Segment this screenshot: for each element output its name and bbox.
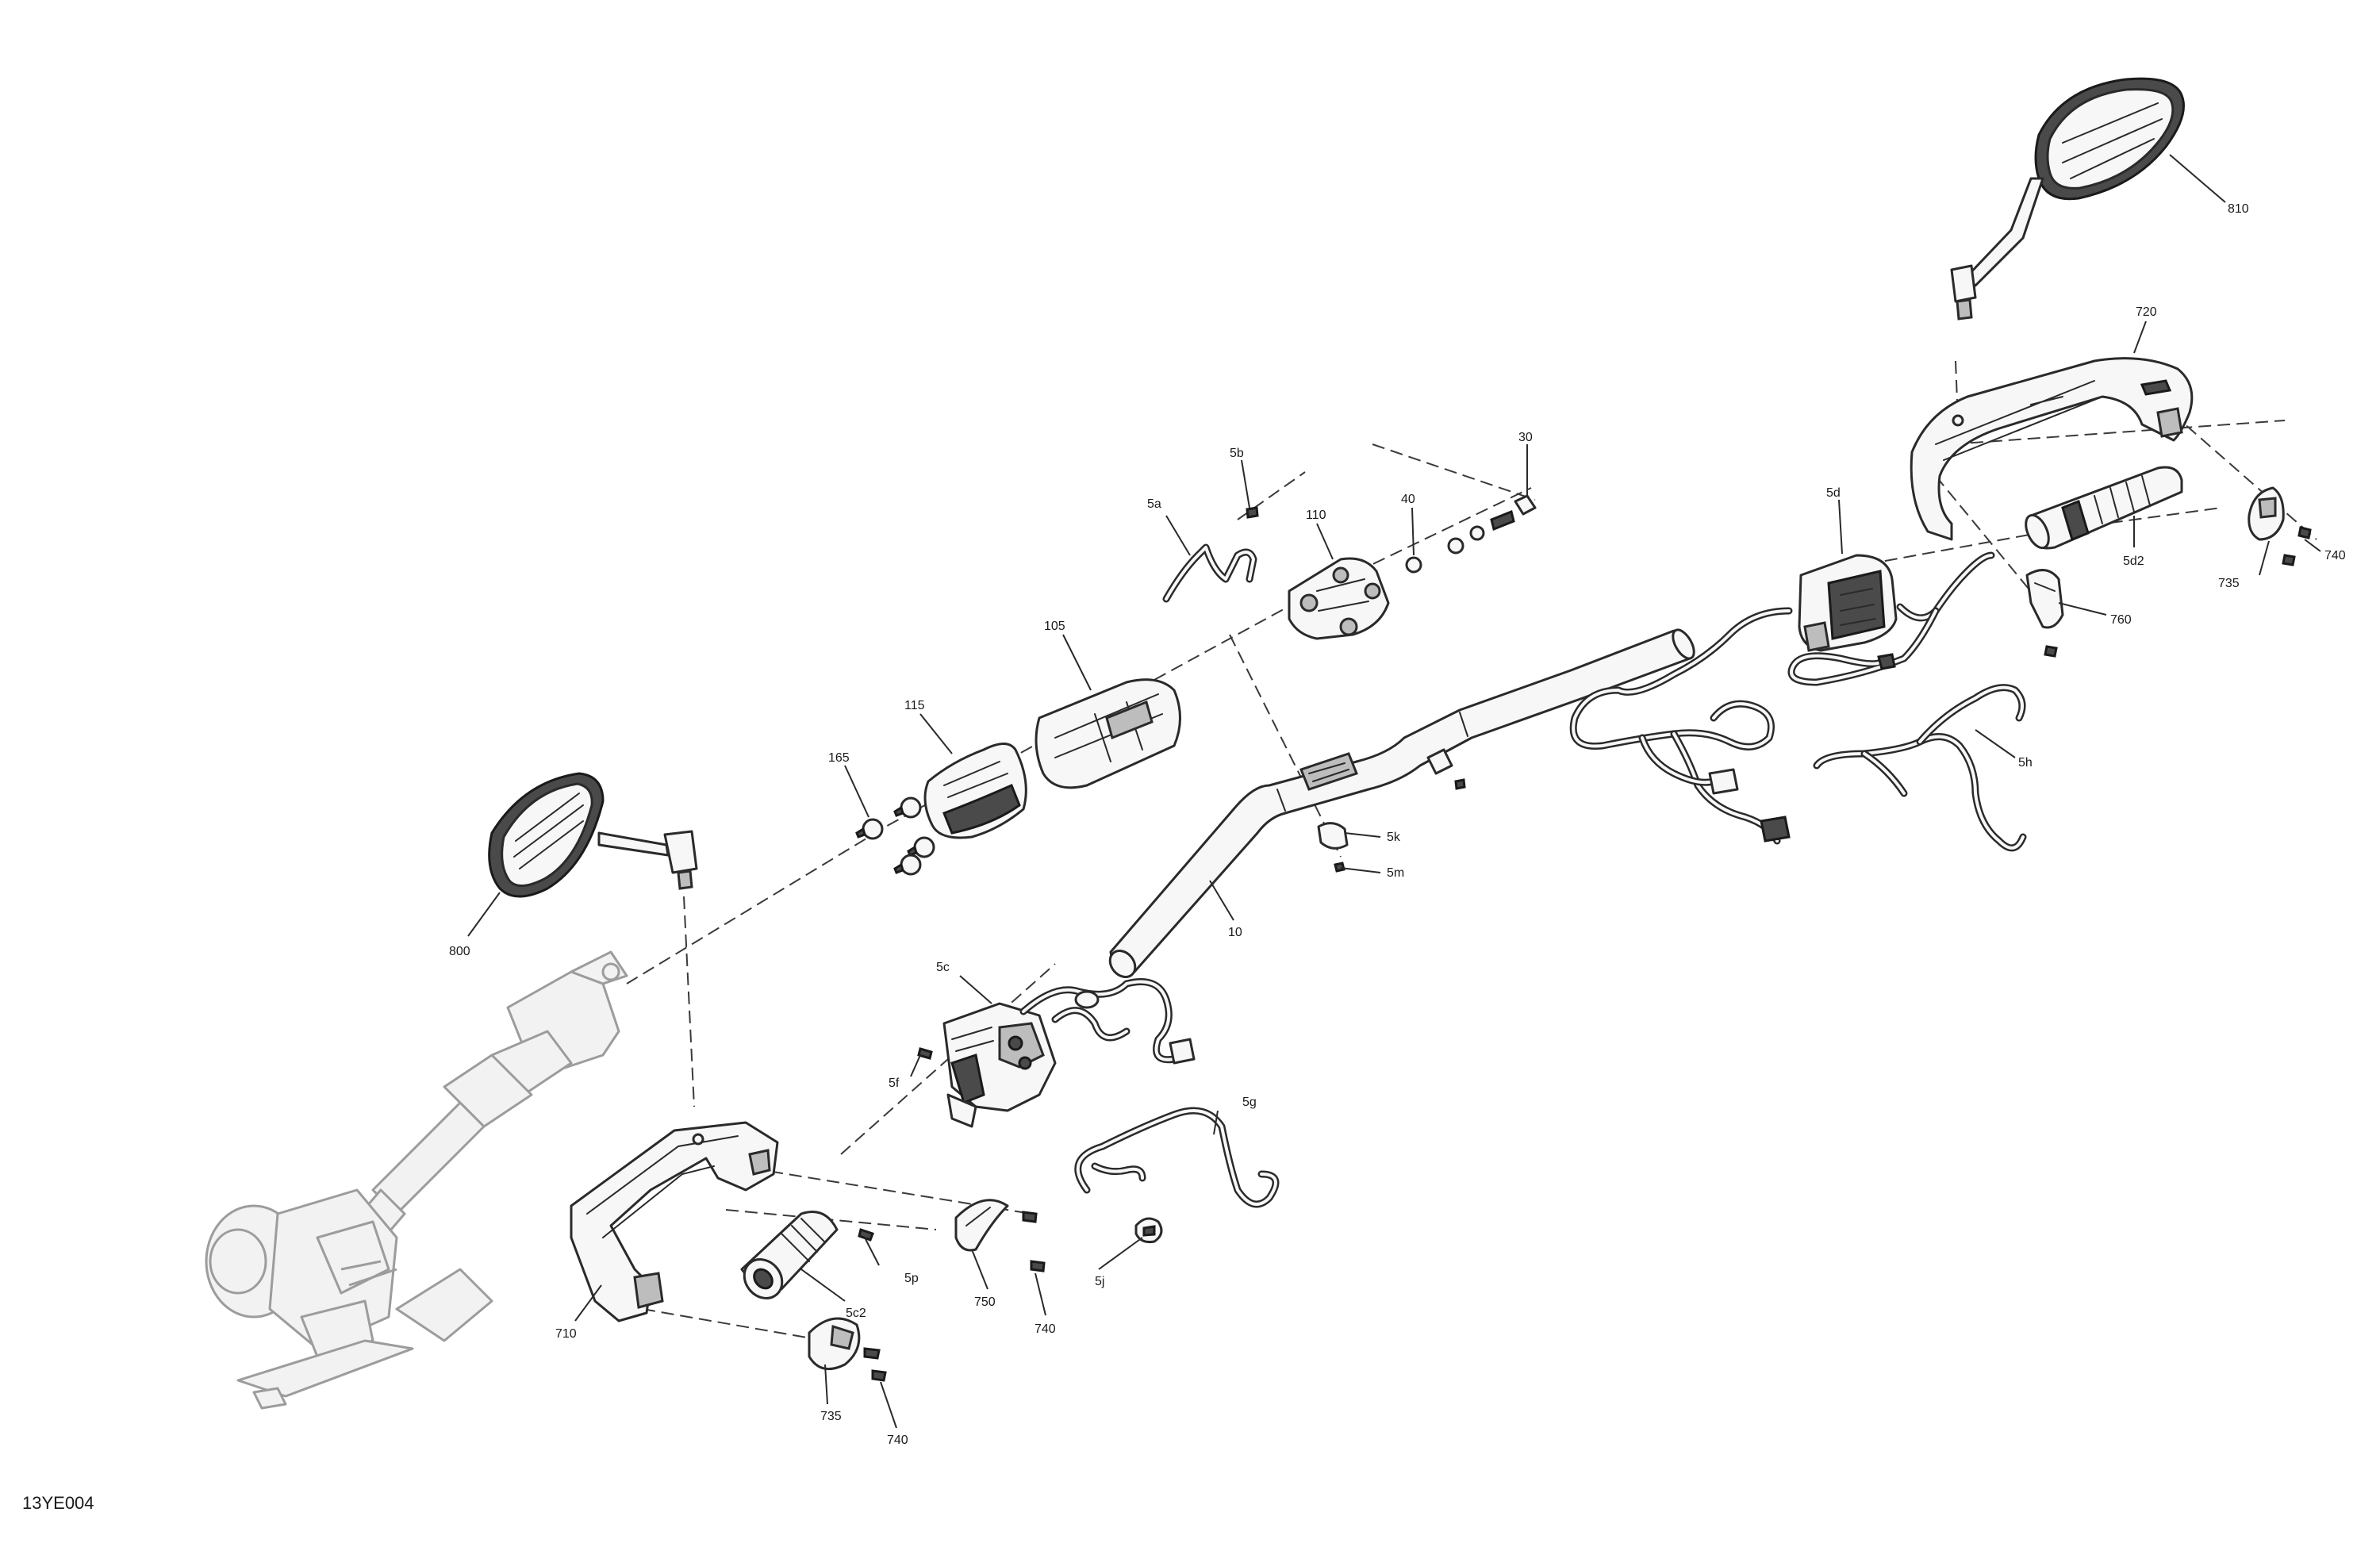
screws-right	[2044, 526, 2312, 658]
part-165-screws	[855, 796, 935, 876]
callout-810: 810	[2228, 202, 2249, 216]
part-5m-screw	[1334, 862, 1345, 873]
part-760-right-weight	[2025, 569, 2064, 629]
small-clamp-on-bar	[1426, 748, 1466, 790]
callout-710: 710	[555, 1327, 577, 1341]
callout-165: 165	[828, 751, 850, 765]
callout-5h: 5h	[2018, 756, 2033, 770]
part-5c-harness	[1019, 978, 1196, 1065]
callout-5d: 5d	[1826, 486, 1841, 500]
callout-105: 105	[1044, 620, 1065, 633]
part-735-right-end-cap	[2248, 486, 2285, 541]
part-810-right-mirror	[1950, 77, 2185, 320]
callout-735-left: 735	[820, 1410, 842, 1423]
callout-800: 800	[449, 945, 470, 958]
callout-720: 720	[2136, 305, 2157, 319]
part-5d2-right-grip	[2025, 466, 2183, 550]
screws-left	[858, 1047, 1046, 1382]
callout-5c: 5c	[936, 961, 950, 974]
ghosted-steering-assembly	[205, 950, 628, 1410]
part-5c2-left-grip	[740, 1211, 839, 1299]
callout-110: 110	[1306, 509, 1326, 522]
callout-labels: 810 720 5d 5d2 740 735 760 5h 30 5b 5a 1…	[449, 202, 2346, 1447]
callout-5d2: 5d2	[2123, 555, 2144, 568]
part-110-upper-clamp	[1288, 557, 1390, 640]
drawing-code: 13YE004	[22, 1493, 94, 1513]
callout-740-mid: 740	[1035, 1322, 1056, 1336]
part-5g-left-tube	[1074, 1107, 1280, 1208]
callout-5g: 5g	[1242, 1096, 1257, 1109]
callout-30: 30	[1518, 431, 1533, 444]
part-710-left-handguard	[570, 1121, 779, 1322]
part-800-left-mirror	[488, 772, 698, 898]
part-5d-harness	[1569, 551, 1995, 845]
callout-740-bottom: 740	[887, 1434, 908, 1447]
callout-5b: 5b	[1230, 447, 1244, 460]
callout-5c2: 5c2	[846, 1307, 866, 1320]
part-750-weight	[954, 1199, 1009, 1252]
part-5h-right-tube	[1813, 684, 2027, 852]
part-5a-bracket	[1162, 543, 1257, 603]
part-40-washers	[1405, 509, 1515, 574]
part-5k-clamp	[1317, 822, 1349, 850]
callout-5a: 5a	[1147, 497, 1161, 511]
part-115-lower-clamp	[923, 743, 1027, 839]
part-5d-right-switch	[1798, 554, 1898, 652]
part-10-handlebar	[1108, 628, 1695, 978]
callout-750: 750	[974, 1295, 996, 1309]
callout-10: 10	[1228, 926, 1242, 939]
part-105-riser	[1035, 678, 1181, 789]
part-735-left-end-cap	[808, 1317, 861, 1371]
callout-5f: 5f	[889, 1077, 900, 1090]
callout-40: 40	[1401, 493, 1415, 506]
callout-5k: 5k	[1387, 831, 1401, 844]
callout-740-right: 740	[2324, 549, 2346, 562]
part-720-right-handguard	[1910, 357, 2194, 541]
callout-5m: 5m	[1387, 866, 1404, 880]
callout-5p: 5p	[904, 1272, 919, 1285]
part-30-nut	[1514, 494, 1537, 516]
callout-760: 760	[2110, 613, 2132, 627]
callout-735-right: 735	[2218, 577, 2240, 590]
part-5c-left-switch	[942, 1002, 1057, 1128]
callout-115: 115	[904, 699, 925, 712]
callout-5j: 5j	[1095, 1275, 1104, 1288]
part-5b-screw	[1246, 506, 1259, 519]
part-5j-clip	[1134, 1217, 1163, 1243]
leader-lines	[467, 154, 2321, 1429]
